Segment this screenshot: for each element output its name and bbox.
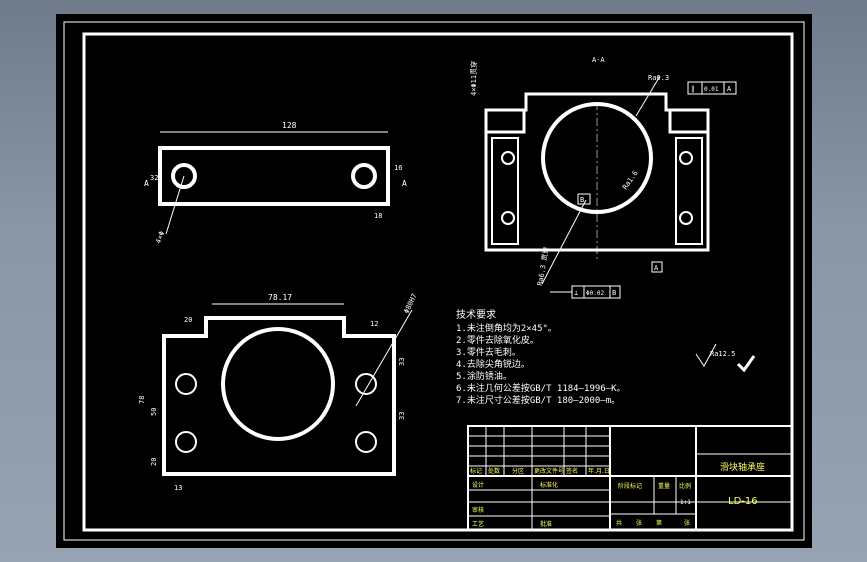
hole-label: 4×Φ bbox=[154, 230, 166, 245]
section-datum-box bbox=[577, 193, 591, 205]
dim-front-diag: Φ80H7 bbox=[403, 292, 419, 314]
checkmark-icon bbox=[736, 355, 756, 373]
tech-title: 技术要求 bbox=[456, 308, 496, 321]
tol-bottom-datum: B bbox=[612, 289, 616, 297]
dim-front-width: 78.17 bbox=[268, 293, 292, 302]
tol-top-symbol: ∥ bbox=[691, 85, 695, 93]
tol-top-value: 0.01 bbox=[704, 86, 719, 93]
front-hole-4 bbox=[355, 431, 377, 453]
tech-item: 6.未注几何公差按GB/T 1184—1996—K。 bbox=[456, 382, 626, 394]
datum-a: A bbox=[654, 264, 659, 272]
tb-scale-value: 1:1 bbox=[680, 499, 691, 506]
dim-front-mid: 50 bbox=[150, 408, 158, 416]
dim-top-length: 128 bbox=[282, 121, 297, 130]
tb-part-name: 滑块轴承座 bbox=[720, 461, 765, 473]
section-hole-3 bbox=[679, 151, 693, 165]
tb-designer: 设计 bbox=[472, 481, 484, 489]
tb-sheets-unit: 张 bbox=[636, 519, 642, 527]
tech-item: 4.去除尖角锐边。 bbox=[456, 358, 530, 370]
tb-weight: 重量 bbox=[658, 482, 670, 490]
tb-scale: 比例 bbox=[679, 482, 691, 490]
tb-approve: 批准 bbox=[540, 520, 552, 528]
tb-label-zone: 分区 bbox=[512, 467, 524, 475]
tol-bottom-symbol: ⊥ bbox=[574, 289, 578, 297]
surface-finish-2: Ra1.6 bbox=[621, 169, 640, 191]
section-bottom-label: Ra6.3 贯穿 bbox=[535, 246, 551, 286]
section-bolt-slot-right bbox=[675, 137, 703, 245]
tb-standard: 标准化 bbox=[540, 481, 558, 489]
section-hole-1 bbox=[501, 151, 515, 165]
inner-frame bbox=[82, 32, 794, 532]
top-hole-left bbox=[171, 163, 197, 189]
general-finish: Ra12.5 bbox=[695, 343, 756, 373]
tech-item: 3.零件去毛刺。 bbox=[456, 346, 521, 358]
tol-top-datum: A bbox=[727, 85, 732, 93]
front-hole-1 bbox=[175, 373, 197, 395]
tb-drawing-no: LD-16 bbox=[728, 496, 758, 507]
front-view-body bbox=[162, 316, 396, 476]
drawing-sheet: 128 32 16 18 4×Φ A A 78.17 20 12 78 50 2… bbox=[56, 14, 812, 548]
tb-label-count: 处数 bbox=[488, 467, 500, 475]
section-leader bbox=[541, 199, 587, 285]
tol-bottom-value: Φ0.02 bbox=[586, 290, 604, 297]
section-mark-right: A bbox=[402, 179, 407, 188]
general-finish-value: Ra12.5 bbox=[710, 350, 735, 358]
tech-item: 2.零件去除氧化皮。 bbox=[456, 334, 539, 346]
datum-a-box bbox=[651, 261, 663, 273]
outer-frame bbox=[63, 21, 805, 541]
tech-item: 7.未注尺寸公差按GB/T 180—2000—m。 bbox=[456, 394, 620, 406]
tech-item: 1.未注倒角均为2×45°。 bbox=[456, 322, 557, 334]
dim-top-bottom-right: 18 bbox=[374, 212, 382, 220]
section-notch-left bbox=[484, 108, 526, 134]
tb-sheet-no: 第 bbox=[656, 519, 662, 527]
section-left-label: 4×Φ11贯穿 bbox=[469, 61, 478, 96]
finish-leader bbox=[635, 75, 661, 117]
section-view: A-A Ra6.3 Ra1.6 4×Φ11贯穿 Ra6.3 贯穿 B A ∥ 0… bbox=[469, 56, 737, 299]
top-view: 128 32 16 18 4×Φ A A bbox=[144, 121, 407, 245]
tb-checker: 审核 bbox=[472, 506, 484, 514]
finish-symbol-icon bbox=[695, 343, 717, 367]
section-notch-right bbox=[668, 108, 710, 134]
bore-leader bbox=[355, 309, 413, 407]
front-hole-2 bbox=[355, 373, 377, 395]
dim-front-right-b: 33 bbox=[398, 412, 406, 420]
dim-top-right: 16 bbox=[394, 164, 402, 172]
dim-front-right: 12 bbox=[370, 320, 378, 328]
cad-drawing: 128 32 16 18 4×Φ A A 78.17 20 12 78 50 2… bbox=[63, 21, 805, 541]
dim-front-right-a: 33 bbox=[398, 358, 406, 366]
dim-front-left: 20 bbox=[184, 316, 192, 324]
top-hole-right bbox=[351, 163, 377, 189]
section-mark-left: A bbox=[144, 179, 149, 188]
tb-sheets-total: 共 bbox=[616, 519, 622, 527]
tb-label-change: 更改文件号 bbox=[534, 467, 564, 475]
tb-label-mark: 标记 bbox=[470, 467, 482, 475]
tb-process: 工艺 bbox=[472, 520, 484, 528]
tech-requirements: 技术要求 1.未注倒角均为2×45°。 2.零件去除氧化皮。 3.零件去毛刺。 … bbox=[456, 308, 626, 406]
dim-front-height: 78 bbox=[138, 396, 146, 404]
tolerance-frame-bottom: ⊥ Φ0.02 B bbox=[550, 285, 621, 299]
tb-label-sign: 签名 bbox=[566, 467, 578, 475]
tb-sheet-unit: 张 bbox=[684, 519, 690, 527]
front-hole-3 bbox=[175, 431, 197, 453]
title-block: 标记 处数 分区 更改文件号 签名 年.月.日 设计 标准化 审核 工艺 批准 … bbox=[467, 425, 793, 531]
front-view: 78.17 20 12 78 50 20 13 33 33 Φ80H7 bbox=[138, 292, 419, 492]
tech-item: 5.涂防锈油。 bbox=[456, 370, 512, 382]
hole-leader bbox=[165, 175, 185, 235]
tb-label-date: 年.月.日 bbox=[588, 467, 610, 475]
dim-top-height: 32 bbox=[150, 174, 158, 182]
surface-finish-1: Ra6.3 bbox=[648, 74, 669, 82]
section-bolt-slot-left bbox=[491, 137, 519, 245]
section-hole-2 bbox=[501, 211, 515, 225]
section-datum-letter: B bbox=[580, 196, 584, 204]
front-bore bbox=[221, 327, 335, 441]
section-hole-4 bbox=[679, 211, 693, 225]
tb-stage: 阶段标记 bbox=[618, 482, 642, 490]
top-view-body bbox=[158, 146, 390, 206]
dim-front-low: 20 bbox=[150, 458, 158, 466]
section-title: A-A bbox=[592, 56, 605, 64]
tolerance-frame-top: ∥ 0.01 A bbox=[687, 81, 737, 95]
dim-front-foot: 13 bbox=[174, 484, 182, 492]
